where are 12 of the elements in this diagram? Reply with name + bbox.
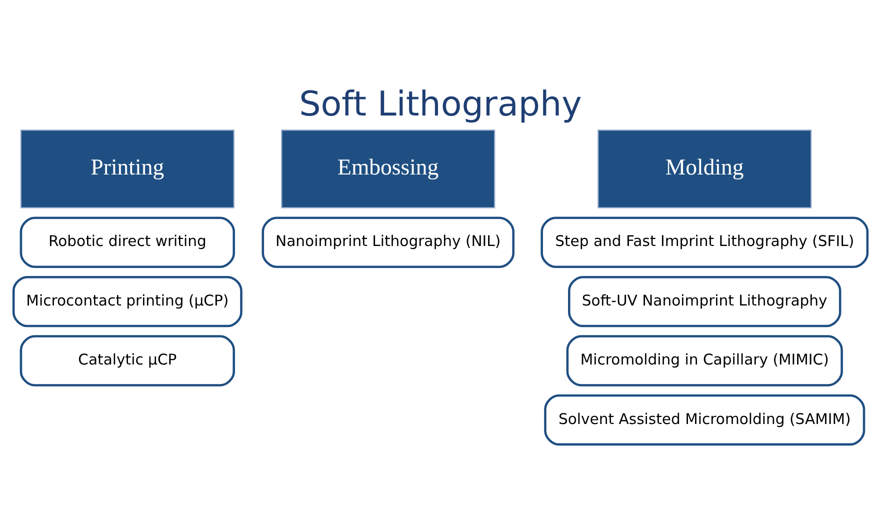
node-box: Nanoimprint Lithography (NIL) xyxy=(262,216,514,268)
node-box: Catalytic μCP xyxy=(20,335,235,386)
node-box: Micromolding in Capillary (MIMIC) xyxy=(566,335,843,386)
node-box: Solvent Assisted Micromolding (SAMIM) xyxy=(544,394,866,446)
node-box: Step and Fast Imprint Lithography (SFIL) xyxy=(540,216,869,268)
node-box: Robotic direct writing xyxy=(20,216,235,268)
diagram-title: Soft Lithography xyxy=(299,84,582,124)
node-box: Microcontact printing (μCP) xyxy=(12,276,242,328)
node-box: Soft-UV Nanoimprint Lithography xyxy=(568,276,842,328)
node-box: Embossing xyxy=(281,130,496,208)
node-box: Molding xyxy=(598,130,812,208)
node-box: Printing xyxy=(20,130,234,208)
